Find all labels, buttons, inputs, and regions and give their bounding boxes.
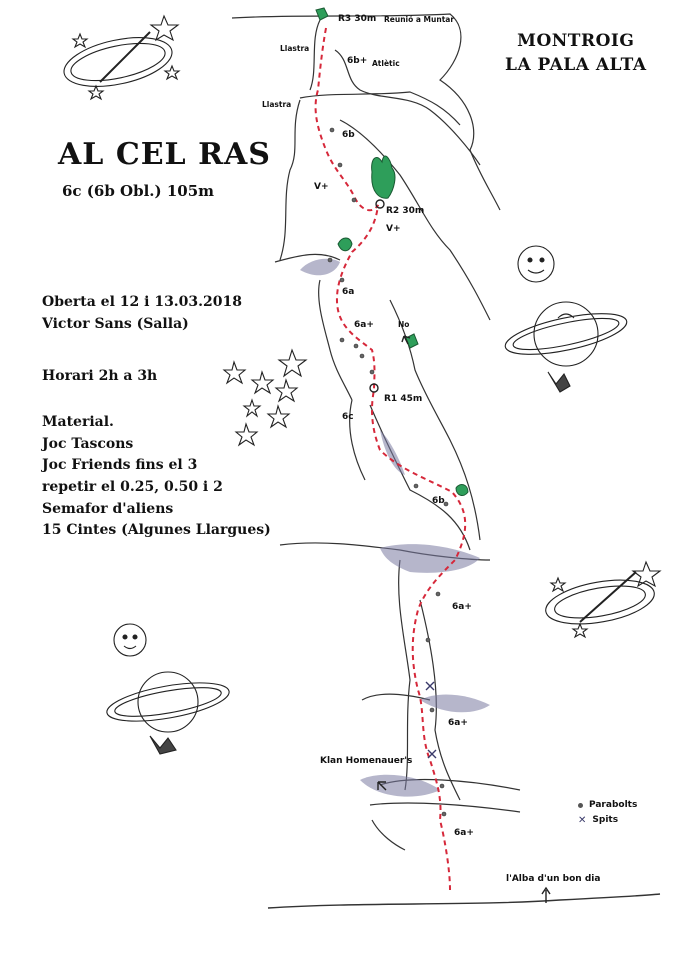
cliff-outline-left — [274, 19, 411, 851]
route-line — [314, 27, 467, 891]
pitch-grade-6c: 6c — [342, 412, 354, 422]
crag-name: MONTROIG — [517, 31, 635, 51]
crag-title: MONTROIG LA PALA ALTA — [505, 30, 647, 78]
pitch-grade-6a-plus-1: 6a+ — [354, 320, 374, 330]
vegetation-bushes — [315, 7, 469, 496]
pitch-grade-6b-b: 6b — [432, 496, 445, 506]
belay-r2-label: R2 30m — [386, 206, 425, 216]
pitch-grade-6b-a: 6b — [342, 130, 355, 140]
rock-shading — [300, 258, 490, 797]
legend: Parabolts ✕ Spits — [578, 798, 637, 829]
pitch-grade-v-plus-1: V+ — [314, 182, 329, 192]
stars-cluster — [222, 348, 308, 447]
route-author: Victor Sans (Salla) — [42, 315, 189, 332]
schedule: Horari 2h a 3h — [42, 368, 158, 384]
pitch-grade-6a-plus-4: 6a+ — [454, 828, 474, 838]
belay-r3-note: Reunió a Muntar — [384, 15, 455, 24]
belay-r3-label: R3 30m — [338, 14, 377, 24]
cliff-outline-right — [231, 13, 521, 813]
material-title: Material. — [42, 414, 114, 430]
spit-cross-icon: ✕ — [578, 814, 587, 826]
orbit-star-right — [545, 560, 662, 639]
material-item: 15 Cintes (Algunes Llargues) — [42, 522, 271, 539]
spits — [425, 681, 437, 759]
klan-homenauers-label: Klan Homenauer's — [320, 756, 413, 766]
route-info: Oberta el 12 i 13.03.2018 Victor Sans (S… — [42, 292, 242, 335]
route-grade: 6c (6b Obl.) 105m — [62, 182, 215, 200]
material-item: Joc Friends fins el 3 — [42, 457, 198, 474]
pitch-grade-6b-plus: 6b+ — [347, 56, 368, 66]
start-label: l'Alba d'un bon dia — [506, 874, 601, 884]
atletic-note: Atlètic — [372, 59, 400, 68]
legend-parabolts-label: Parabolts — [589, 800, 638, 810]
legend-row-parabolts: Parabolts — [578, 798, 637, 813]
llastra-label-top: Llastra — [280, 44, 310, 53]
belay-r1-label: R1 45m — [384, 394, 423, 404]
legend-row-spits: ✕ Spits — [578, 813, 637, 828]
llastra-label-2: Llastra — [262, 100, 292, 109]
orbit-star-top-left — [63, 14, 181, 101]
opened-date: Oberta el 12 i 13.03.2018 — [42, 294, 243, 310]
arrows — [377, 335, 551, 903]
alien-planet-left — [106, 623, 230, 755]
legend-spits-label: Spits — [592, 815, 619, 826]
pitch-grade-v-plus-2: V+ — [386, 224, 401, 234]
parabolts — [327, 127, 449, 817]
no-label: No — [398, 320, 410, 329]
alien-planet-right — [504, 245, 628, 393]
material-item: Semafor d'aliens — [42, 500, 174, 517]
material-section: Material. Joc Tascons Joc Friends fins e… — [42, 412, 271, 542]
belay-rings — [369, 199, 385, 393]
pitch-grade-6a-plus-3: 6a+ — [448, 718, 468, 728]
ground-line — [267, 893, 661, 909]
material-item: Joc Tascons — [42, 435, 134, 452]
parabolt-dot-icon — [578, 803, 583, 809]
pitch-grade-6a-1: 6a — [342, 287, 355, 297]
material-item: repetir el 0.25, 0.50 i 2 — [42, 479, 223, 496]
route-name: AL CEL RAS — [58, 137, 271, 172]
sector-name: LA PALA ALTA — [505, 54, 647, 75]
pitch-grade-6a-plus-2: 6a+ — [452, 602, 472, 612]
